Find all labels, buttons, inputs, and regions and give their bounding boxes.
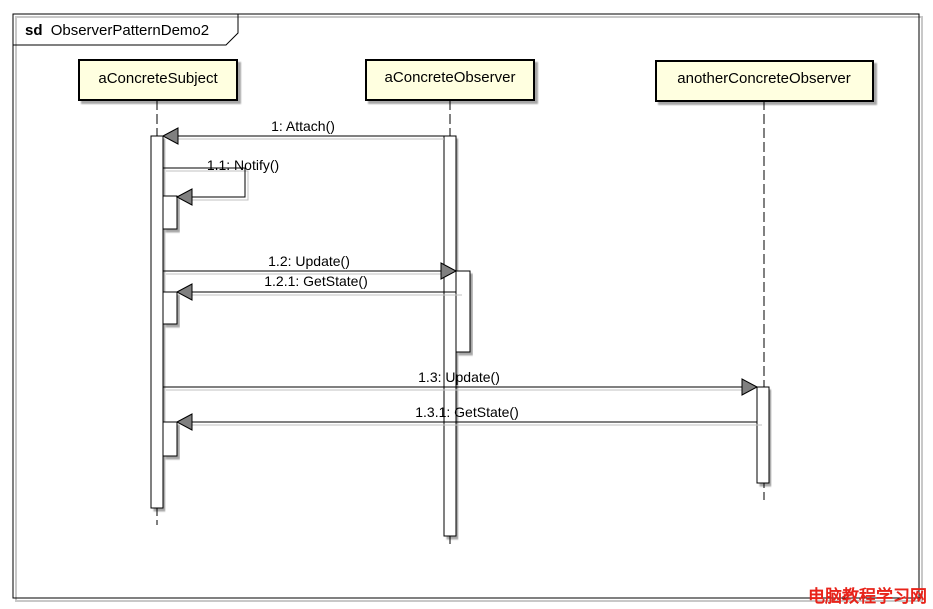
activation-observer2[interactable] — [756, 386, 770, 484]
lifeline-head-observer2[interactable] — [655, 60, 874, 102]
activation-notify[interactable] — [162, 195, 178, 230]
lifeline-label-observer1: aConcreteObserver — [385, 69, 516, 86]
arrowhead-attach — [161, 127, 179, 145]
frame-shadow — [15, 16, 923, 602]
message-label-getstate1: 1.2.1: GetState() — [264, 273, 368, 289]
activation-getstate-subject-1[interactable] — [162, 291, 178, 325]
arrowhead-notify — [175, 188, 193, 206]
lifeline-label-subject: aConcreteSubject — [98, 70, 218, 87]
frame-title: sd ObserverPatternDemo2 — [25, 22, 209, 39]
message-label-update1: 1.2: Update() — [268, 253, 350, 269]
arrowhead-getstate2 — [175, 413, 193, 431]
activation-observer1[interactable] — [443, 135, 457, 537]
lifeline-head-observer1[interactable] — [365, 59, 535, 101]
diagram-frame — [12, 13, 920, 599]
message-label-getstate2: 1.3.1: GetState() — [415, 404, 519, 420]
arrowhead-update1 — [440, 262, 458, 280]
message-label-update2: 1.3: Update() — [418, 369, 500, 385]
activation-getstate-subject-2[interactable] — [162, 421, 178, 457]
frame-title-tab — [13, 14, 239, 46]
frame-name: ObserverPatternDemo2 — [51, 22, 209, 39]
watermark-text: 电脑教程学习网 — [808, 587, 927, 607]
lifeline-head-subject[interactable] — [78, 59, 238, 101]
activation-subject[interactable] — [150, 135, 164, 509]
arrowhead-update2 — [741, 378, 759, 396]
activation-update-observer1[interactable] — [455, 270, 471, 353]
frame-keyword: sd — [25, 22, 43, 39]
arrowhead-getstate1 — [175, 283, 193, 301]
message-label-notify: 1.1: Notify() — [207, 157, 279, 173]
message-line-notify[interactable] — [163, 167, 246, 198]
message-line-notify-shadow — [166, 170, 249, 201]
message-label-attach: 1: Attach() — [271, 118, 335, 134]
lifeline-label-observer2: anotherConcreteObserver — [677, 70, 850, 87]
